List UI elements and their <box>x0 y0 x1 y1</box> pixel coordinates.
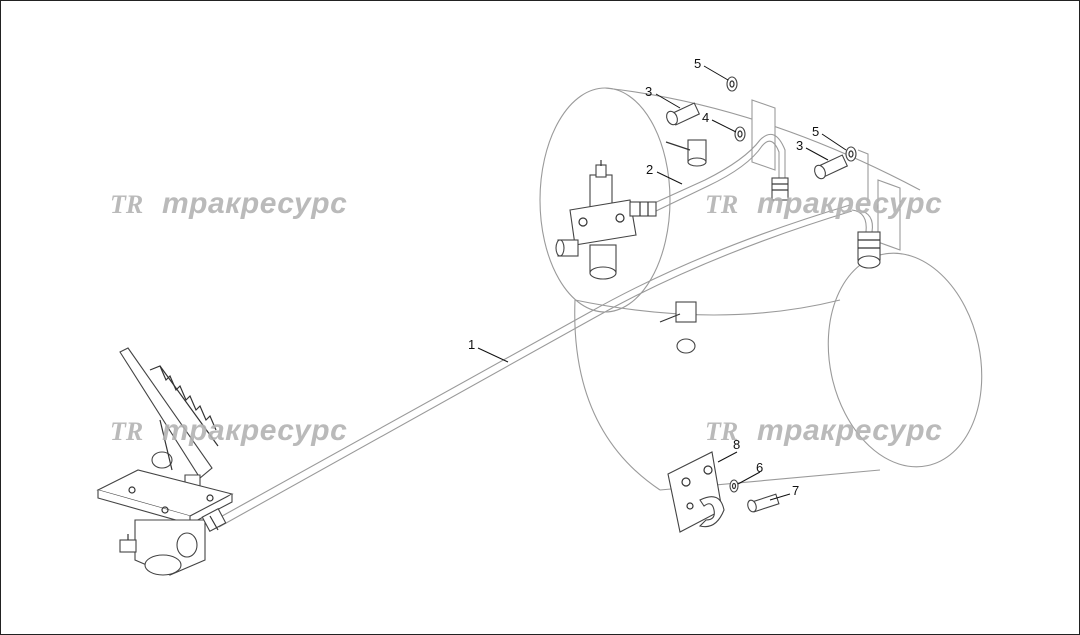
watermark-logo: TR <box>705 417 738 446</box>
brake-pedal-assembly <box>96 347 234 576</box>
callout-2: 2 <box>646 162 653 177</box>
tank-tap-upper <box>665 139 707 167</box>
brake-pipe-1 <box>214 204 873 528</box>
callout-7: 7 <box>792 483 799 498</box>
callout-5-upper: 5 <box>694 56 701 71</box>
watermark-text: тракресурс <box>162 187 347 220</box>
nut-4 <box>734 126 746 142</box>
watermark-logo: TR <box>110 190 143 219</box>
brake-pipe-2 <box>649 133 786 213</box>
callout-5-right: 5 <box>812 124 819 139</box>
callout-1: 1 <box>468 337 475 352</box>
callout-3-right: 3 <box>796 138 803 153</box>
mounting-bracket-8 <box>667 451 725 533</box>
callout-6: 6 <box>756 460 763 475</box>
watermark-top-right: TR тракресурс <box>705 187 942 220</box>
callout-8: 8 <box>733 437 740 452</box>
washer-6 <box>729 479 739 493</box>
pipe-fitting-top <box>771 177 789 201</box>
tank-tap-lower <box>659 301 697 354</box>
leader-lines <box>477 65 847 501</box>
bolt-3-upper <box>666 102 701 126</box>
watermark-logo: TR <box>110 417 143 446</box>
watermark-text: тракресурс <box>162 414 347 447</box>
washer-5-upper <box>726 76 738 92</box>
callout-4: 4 <box>702 110 709 125</box>
pressure-valve <box>555 160 657 280</box>
bolt-3-right <box>814 154 849 180</box>
watermark-text: тракресурс <box>757 187 942 220</box>
callout-numbers: 1 2 3 4 5 3 5 6 7 8 <box>468 56 819 498</box>
tank-brackets <box>751 99 901 251</box>
watermark-bottom-left: TR тракресурс <box>110 414 347 447</box>
callout-3-upper: 3 <box>645 84 652 99</box>
watermark-text: тракресурс <box>757 414 942 447</box>
watermark-bottom-right: TR тракресурс <box>705 414 942 447</box>
washer-5-right <box>845 146 857 162</box>
pipe-fitting-right <box>857 231 881 269</box>
watermark-top-left: TR тракресурс <box>110 187 347 220</box>
bolt-7 <box>747 493 780 513</box>
watermark-logo: TR <box>705 190 738 219</box>
